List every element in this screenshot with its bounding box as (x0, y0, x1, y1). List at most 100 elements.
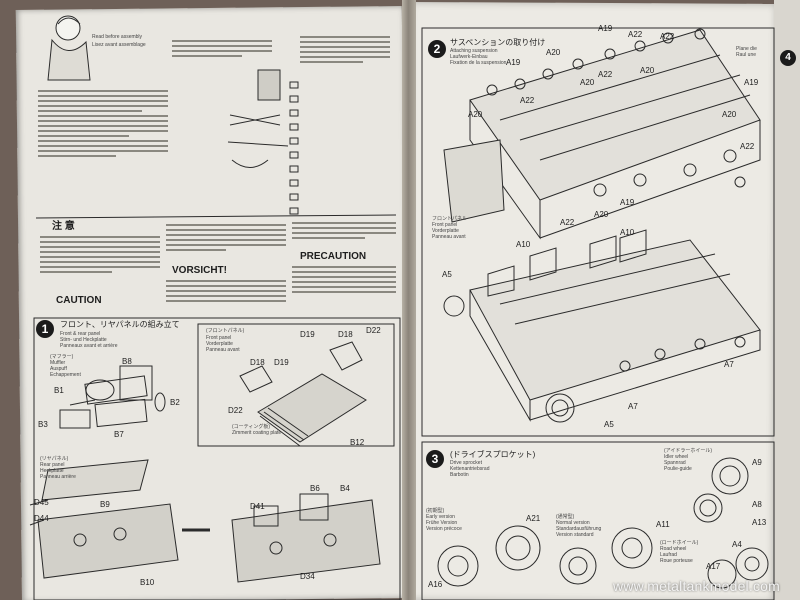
next-page-edge (774, 0, 800, 600)
part-label: D34 (300, 572, 315, 581)
idler-wheel-en: Idler wheel (664, 454, 689, 460)
step-2-number: 2 (428, 40, 446, 58)
part-label: D44 (34, 514, 49, 523)
precaution-heading: PRECAUTION (300, 251, 367, 262)
part-label: B1 (54, 386, 64, 395)
normal-version-fr: Version standard (556, 532, 594, 538)
part-label: A20 (594, 210, 609, 219)
road-wheels (707, 547, 769, 589)
step2-title-fr: Fixation de la suspension (450, 60, 507, 66)
warning-text-en (166, 224, 286, 254)
step1-title-jp: フロント、リヤパネルの組み立て (60, 320, 180, 329)
warning-text-de2 (166, 280, 286, 305)
part-label: A10 (516, 240, 531, 249)
part-label: B7 (114, 430, 124, 439)
part-label: A11 (656, 520, 670, 529)
tweezers-icon (231, 159, 269, 168)
rear-panel-assembly-result (231, 493, 381, 583)
part-label: D45 (34, 498, 49, 507)
part-label: D19 (274, 358, 289, 367)
part-label: B4 (340, 484, 350, 493)
rear-panel-label-en: Rear panel (40, 462, 65, 468)
warning-text-de (292, 222, 396, 242)
warning-text-fr (292, 266, 396, 296)
part-label: A22 (628, 30, 643, 39)
road-wheel-de: Laufrad (660, 552, 677, 558)
step1-frame (33, 317, 401, 600)
part-label: A20 (580, 78, 595, 87)
muffler-label-fr: Echappement (50, 372, 81, 378)
early-version-jp: (初期型) (426, 508, 445, 514)
rear-panel-label-jp: (リヤパネル) (40, 456, 69, 462)
step3-title-fr: Barbotin (450, 472, 469, 478)
step2-title-de: Laufwerk-Einbau (450, 54, 488, 60)
early-version-fr: Version précoce (426, 526, 462, 532)
rear-panel-assembly (29, 459, 210, 579)
part-label: A21 (526, 514, 541, 523)
part-label: D41 (250, 502, 265, 511)
front-panel-label-de: Vorderplatte (206, 341, 233, 347)
part-label: A20 (546, 48, 561, 57)
part-label: A20 (640, 66, 655, 75)
part-label: A20 (722, 110, 737, 119)
part-label: A5 (442, 270, 452, 279)
part-label: B10 (140, 578, 155, 587)
front-panel-subframe (197, 323, 395, 447)
front-panel-r-jp: フロントパネル (432, 216, 468, 222)
part-label: A22 (560, 218, 575, 227)
part-label: A19 (620, 198, 635, 207)
part-label: A20 (468, 110, 483, 119)
front-panel-label-en: Front panel (206, 335, 232, 341)
part-label: A17 (706, 562, 721, 571)
part-label: A7 (628, 402, 638, 411)
part-label: B6 (310, 484, 320, 493)
step1-title-en: Front & rear panel (60, 331, 101, 337)
rear-panel-label-de: Heckplatte (40, 468, 64, 474)
step-1-number: 1 (36, 320, 54, 338)
part-label: A16 (428, 580, 443, 589)
step2-side-note-1: Plane die (736, 46, 757, 52)
part-label: A9 (752, 458, 762, 467)
hull-suspension-top (443, 28, 761, 240)
attention-heading-jp: 注 意 (52, 221, 75, 232)
part-label: A19 (744, 78, 759, 87)
warning-text-jp (40, 236, 160, 276)
muffler-label-jp: (マフラー) (50, 354, 74, 360)
mascot-illustration (47, 15, 91, 81)
early-version-en: Early version (426, 514, 455, 520)
part-label: B3 (38, 420, 48, 429)
part-label: A8 (752, 500, 762, 509)
step3-title-en: Drive sprocket (450, 460, 482, 466)
idler-wheel-de: Spannrad (664, 460, 686, 466)
early-version-de: Frühe Version (426, 520, 458, 526)
part-label: B2 (170, 398, 180, 407)
knife-icon (227, 141, 289, 147)
part-label: A22 (660, 32, 675, 41)
pliers-icon (229, 114, 281, 126)
front-panel-r-de: Vorderplatte (432, 228, 459, 234)
part-label: B12 (350, 438, 365, 447)
part-label: B8 (122, 357, 132, 366)
part-label: A13 (752, 518, 767, 527)
muffler-label-en: Muffler (50, 360, 66, 366)
cement-bottle-icon (257, 69, 281, 101)
part-label: D18 (338, 330, 353, 339)
zimmerit-label-en: Zimmerit coating plate (232, 430, 282, 436)
hull-suspension-bottom (443, 229, 761, 423)
part-label: A22 (740, 142, 755, 151)
front-panel-r-fr: Panneau avant (432, 234, 466, 240)
watermark-text: www.metaltankmodel.com (612, 578, 780, 594)
part-label: D19 (300, 330, 315, 339)
zimmerit-label-jp: (コーティング板) (232, 424, 271, 430)
normal-version-de: Standardausführung (556, 526, 602, 532)
front-panel-label-fr: Panneau avant (206, 347, 240, 353)
read-note-1: Read before assembly (92, 34, 143, 40)
sprocket-wheels (437, 525, 653, 587)
front-panel-r-en: Front panel (432, 222, 458, 228)
road-wheel-jp: (ロードホイール) (660, 540, 699, 546)
part-label: A19 (598, 24, 613, 33)
part-label: A4 (732, 540, 742, 549)
part-label: D22 (366, 326, 381, 335)
